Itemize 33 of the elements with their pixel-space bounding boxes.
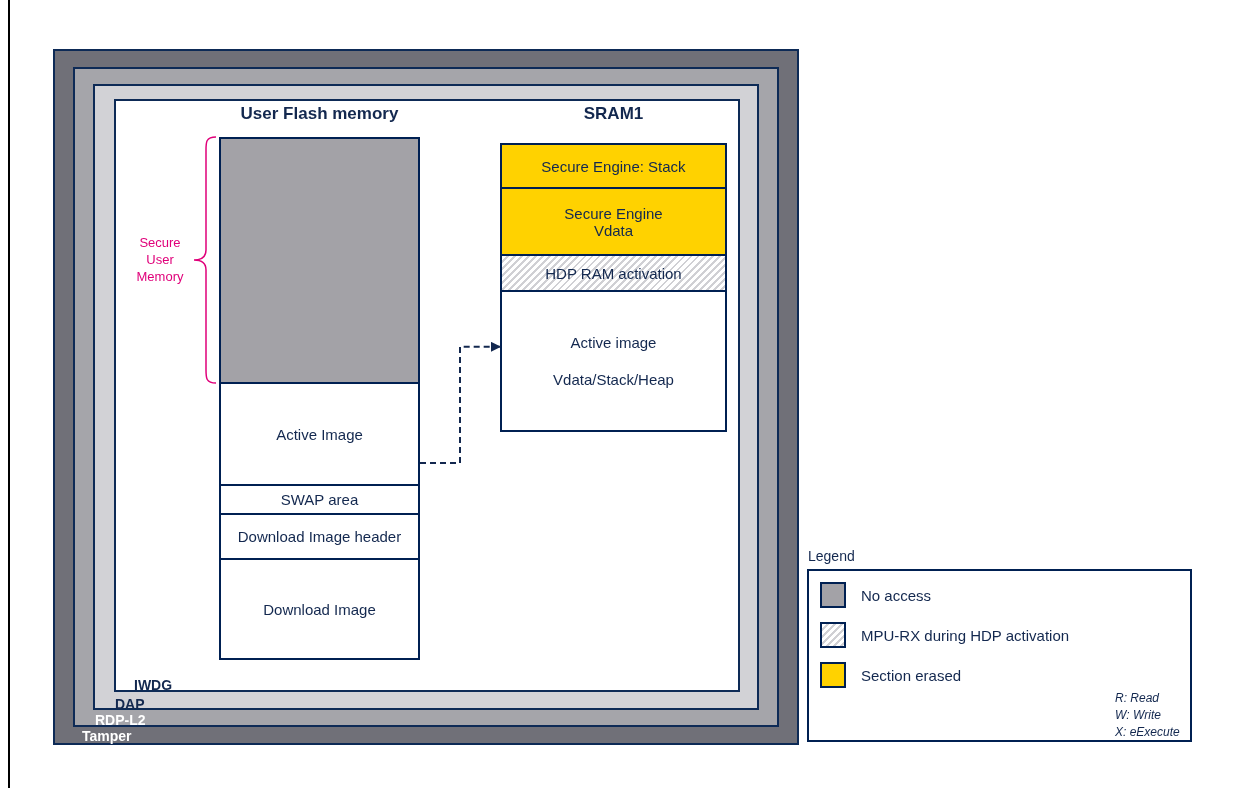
layer-label: IWDG	[134, 677, 173, 693]
block-label: Active Image	[276, 425, 363, 443]
dashed-arrow	[419, 341, 501, 465]
erased-block	[500, 187, 727, 256]
layer-label: RDP-L2	[95, 712, 146, 728]
block-label: Vdata/Stack/Heap	[553, 371, 674, 388]
block-label: Active image	[570, 334, 657, 351]
layer-label: DAP	[115, 696, 145, 712]
hatched-block	[500, 254, 727, 292]
legend-label: Section erased	[861, 667, 962, 684]
block-label: SWAP area	[280, 491, 359, 508]
abbreviation-note: R: Read	[1115, 691, 1160, 705]
erased-block	[500, 143, 727, 189]
layer-label: Tamper	[82, 728, 132, 744]
bracket-label: Secure User Memory	[135, 234, 185, 285]
column-heading: SRAM1	[582, 104, 645, 124]
abbreviation-note: X: eExecute	[1115, 725, 1180, 739]
legend-title: Legend	[808, 548, 855, 564]
memory-block	[219, 484, 420, 515]
column-heading: User Flash memory	[239, 104, 400, 124]
block-label: Secure Engine: Stack	[541, 157, 686, 175]
block-label: Secure Engine Vdata	[563, 204, 664, 239]
memory-block	[219, 382, 420, 486]
legend-label: MPU-RX during HDP activation	[861, 627, 1070, 644]
no-access-block	[219, 137, 420, 384]
block-label: Download Image header	[237, 528, 402, 545]
block-label: Download Image	[263, 600, 376, 618]
memory-block	[500, 290, 727, 432]
abbreviation-note: W: Write	[1115, 708, 1161, 722]
memory-block	[219, 513, 420, 560]
memory-block	[219, 558, 420, 660]
legend-label: No access	[861, 587, 932, 604]
block-label: HDP RAM activation	[545, 264, 682, 282]
